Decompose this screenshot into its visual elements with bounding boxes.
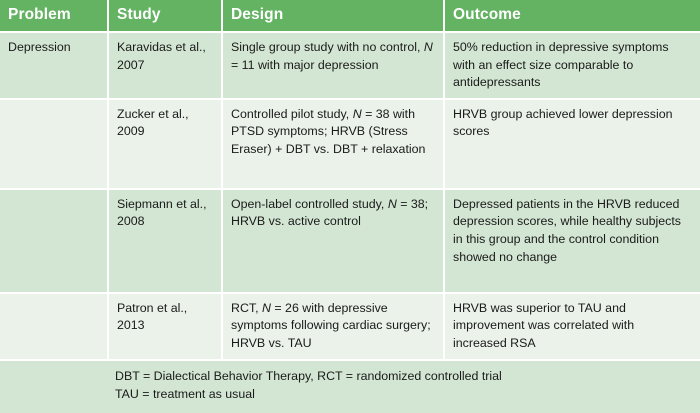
design-text-pre: Open-label controlled study, (231, 196, 388, 211)
cell-study: Zucker et al., 2009 (108, 98, 223, 190)
table-header: Problem Study Design Outcome (0, 0, 700, 33)
design-text-post: = 38 with PTSD symptoms; HRVB (Stress Er… (231, 106, 426, 157)
cell-design: Open-label controlled study, N = 38; HRV… (222, 188, 445, 294)
cell-outcome: 50% reduction in depressive symptoms wit… (444, 32, 700, 100)
cell-outcome: HRVB group achieved lower depression sco… (444, 98, 700, 190)
table-row: Siepmann et al., 2008 Open-label control… (0, 188, 700, 294)
cell-study: Siepmann et al., 2008 (108, 188, 223, 294)
cell-problem (0, 98, 109, 190)
design-text-pre: RCT, (231, 300, 262, 315)
cell-outcome: HRVB was superior to TAU and improvement… (444, 292, 700, 361)
column-header-problem: Problem (0, 0, 109, 33)
table-header-row: Problem Study Design Outcome (0, 0, 700, 33)
footnote-line-1: DBT = Dialectical Behavior Therapy, RCT … (115, 368, 502, 383)
design-text-post: = 11 with major depression (231, 57, 379, 72)
cell-problem: Depression (0, 32, 109, 100)
sample-size-symbol: N (261, 300, 271, 315)
cell-study: Patron et al., 2013 (108, 292, 223, 361)
cell-design: Controlled pilot study, N = 38 with PTSD… (222, 98, 445, 190)
footnote-line-2: TAU = treatment as usual (115, 386, 255, 401)
table-row: Patron et al., 2013 RCT, N = 26 with dep… (0, 292, 700, 361)
design-text-pre: Controlled pilot study, (231, 106, 353, 121)
sample-size-symbol: N (352, 106, 362, 121)
sample-size-symbol: N (387, 196, 397, 211)
cell-outcome: Depressed patients in the HRVB reduced d… (444, 188, 700, 294)
table-footnote: DBT = Dialectical Behavior Therapy, RCT … (0, 359, 700, 413)
sample-size-symbol: N (423, 40, 433, 54)
cell-problem (0, 188, 109, 294)
cell-study: Karavidas et al., 2007 (108, 32, 223, 100)
cell-problem (0, 292, 109, 361)
column-header-design: Design (222, 0, 445, 33)
design-text-post: = 38; HRVB vs. active control (231, 196, 429, 229)
cell-design: RCT, N = 26 with depressive symptoms fol… (222, 292, 445, 361)
column-header-outcome: Outcome (444, 0, 700, 33)
design-text-pre: Single group study with no control, (231, 40, 424, 54)
column-header-study: Study (108, 0, 223, 33)
table-body: Depression Karavidas et al., 2007 Single… (0, 32, 700, 413)
table-row: Depression Karavidas et al., 2007 Single… (0, 32, 700, 100)
table-footnote-row: DBT = Dialectical Behavior Therapy, RCT … (0, 359, 700, 413)
table-row: Zucker et al., 2009 Controlled pilot stu… (0, 98, 700, 190)
design-text-post: = 26 with depressive symptoms following … (231, 300, 431, 351)
cell-design: Single group study with no control, N = … (222, 32, 445, 100)
